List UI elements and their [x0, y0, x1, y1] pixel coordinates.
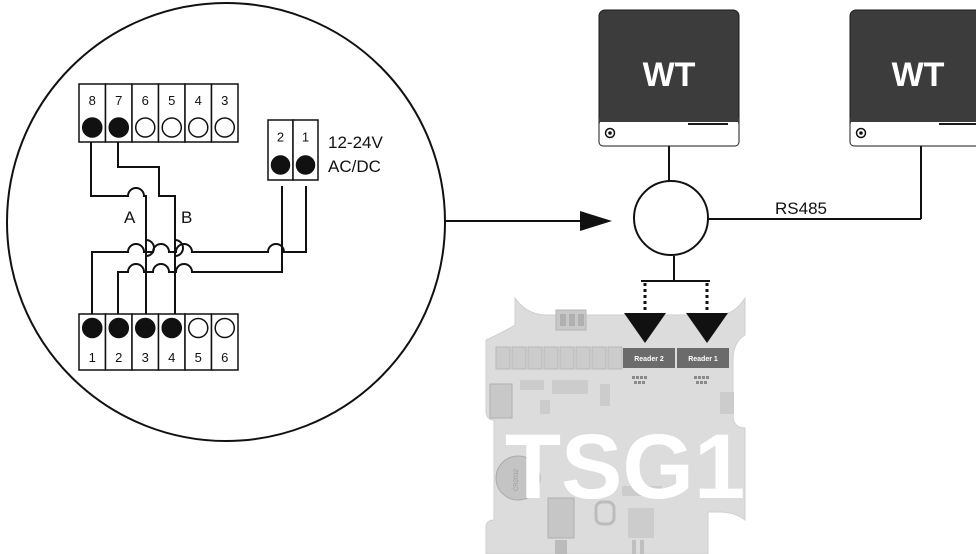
terminal-number: 2 — [277, 130, 284, 145]
terminal-empty — [187, 317, 209, 339]
reader-pin-headers — [632, 376, 709, 384]
terminal-block-bottom: 1 2 3 4 5 6 — [78, 313, 239, 371]
terminal-cell: 5 — [184, 313, 213, 371]
board-title: TSG1 — [505, 416, 745, 518]
terminal-cell: 4 — [184, 83, 213, 143]
terminal-number: 5 — [168, 93, 175, 108]
terminal-cell: 1 — [78, 313, 107, 371]
terminal-cell: 4 — [157, 313, 186, 371]
terminal-empty — [214, 317, 236, 339]
terminal-wired — [108, 317, 130, 339]
reader-drop-lines — [643, 283, 709, 314]
rs485-bus — [641, 146, 922, 282]
board-battery — [495, 455, 541, 501]
terminal-number: 3 — [142, 350, 149, 365]
terminal-number: 4 — [195, 93, 202, 108]
bus-label-b: B — [181, 208, 192, 227]
terminal-cell: 6 — [131, 83, 160, 143]
wiring — [90, 142, 307, 318]
terminal-block-top: 8 7 6 5 4 3 — [78, 83, 239, 143]
reader-1-box — [677, 348, 729, 368]
arrow-down-icon — [686, 313, 728, 343]
terminal-cell: 8 — [78, 83, 107, 143]
bus-label-a: A — [124, 208, 136, 227]
terminal-number: 8 — [89, 93, 96, 108]
terminal-wired — [270, 155, 291, 175]
wt-device-1-label: WT — [643, 56, 696, 94]
terminal-empty — [214, 117, 236, 138]
terminal-wired — [134, 317, 156, 339]
terminal-cell: 2 — [104, 313, 133, 371]
terminal-cell: 3 — [210, 83, 239, 143]
power-label-type: AC/DC — [328, 157, 381, 176]
terminal-empty — [134, 117, 156, 138]
reader-2-label: Reader 2 — [634, 356, 664, 363]
terminal-cell: 5 — [157, 83, 186, 143]
terminal-number: 6 — [221, 350, 228, 365]
terminal-wired — [108, 117, 130, 138]
terminal-wired — [161, 317, 183, 339]
board-terminal-row — [495, 346, 623, 370]
terminal-number: 3 — [221, 93, 228, 108]
terminal-cell: 3 — [131, 313, 160, 371]
terminal-number: 1 — [302, 130, 309, 145]
battery-text: CR2032 — [514, 468, 520, 491]
terminal-number: 6 — [142, 93, 149, 108]
terminal-number: 2 — [115, 350, 122, 365]
terminal-cell: 7 — [104, 83, 133, 143]
wt-device-2: WT — [849, 9, 976, 147]
terminal-empty — [161, 117, 183, 138]
reader-2-box — [623, 348, 675, 368]
wt-device-2-label: WT — [892, 56, 945, 94]
arrow-down-icon — [624, 313, 666, 343]
zoom-circle — [6, 2, 446, 442]
board-left-chip — [489, 383, 513, 419]
terminal-wired — [295, 155, 316, 175]
terminal-number: 1 — [89, 350, 96, 365]
terminal-number: 4 — [168, 350, 175, 365]
arrow-right-icon — [580, 211, 612, 231]
wt-device-1: WT — [598, 9, 740, 147]
reader-1-label: Reader 1 — [688, 356, 718, 363]
terminal-wired — [81, 317, 103, 339]
terminal-empty — [187, 117, 209, 138]
rs485-label: RS485 — [775, 199, 827, 218]
tsg1-board: CR2032 Reader 2 Reader 1 TSG1 — [485, 296, 746, 554]
junction-circle — [633, 180, 709, 256]
terminal-number: 7 — [115, 93, 122, 108]
terminal-number: 5 — [195, 350, 202, 365]
power-label-voltage: 12-24V — [328, 133, 383, 152]
terminal-cell: 6 — [210, 313, 239, 371]
terminal-wired — [81, 117, 103, 138]
terminal-cell: 2 — [267, 119, 294, 181]
terminal-cell: 1 — [292, 119, 319, 181]
